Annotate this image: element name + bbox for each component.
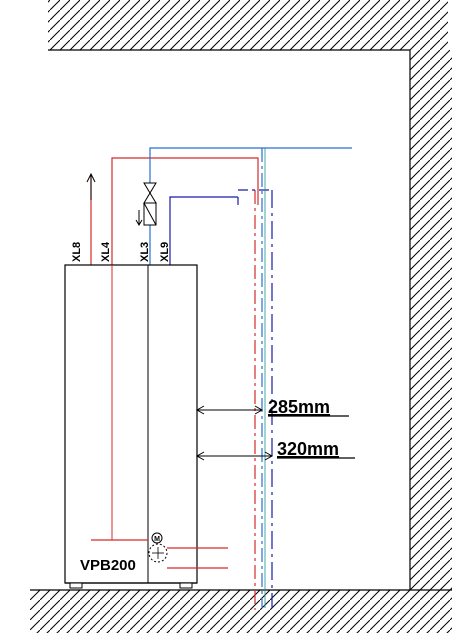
unit-model-label: VPB200 [80, 557, 136, 574]
right-wall-hatch [410, 50, 452, 590]
floor-hatch [30, 590, 452, 633]
pipe-xl9 [169, 196, 238, 265]
pipes [86, 147, 352, 610]
unit-foot [69, 582, 83, 589]
dim-320-label: 320mm [277, 439, 339, 459]
vpb200-unit: M VPB200 [64, 264, 228, 589]
label-xl9: XL9 [159, 242, 171, 262]
ceiling-hatch [48, 0, 448, 50]
unit-foot [179, 582, 193, 589]
motor-label: M [154, 536, 160, 543]
dim-285-label: 285mm [268, 397, 330, 417]
label-xl4: XL4 [100, 241, 112, 262]
valve-mix-icon [148, 543, 168, 563]
pipe-xl3 [149, 147, 352, 265]
valve-icon [135, 182, 157, 226]
label-xl3: XL3 [139, 242, 151, 262]
motor-icon [151, 532, 163, 544]
connection-labels: XL8 XL4 XL3 XL9 [71, 241, 171, 262]
unit-cabinet [64, 264, 198, 584]
wall-edge [48, 49, 411, 590]
arrow-up-icon [86, 172, 96, 183]
arrow-down-icon [135, 219, 143, 226]
label-xl8: XL8 [71, 242, 83, 262]
dimension-lines: 285mm 320mm [195, 397, 355, 461]
